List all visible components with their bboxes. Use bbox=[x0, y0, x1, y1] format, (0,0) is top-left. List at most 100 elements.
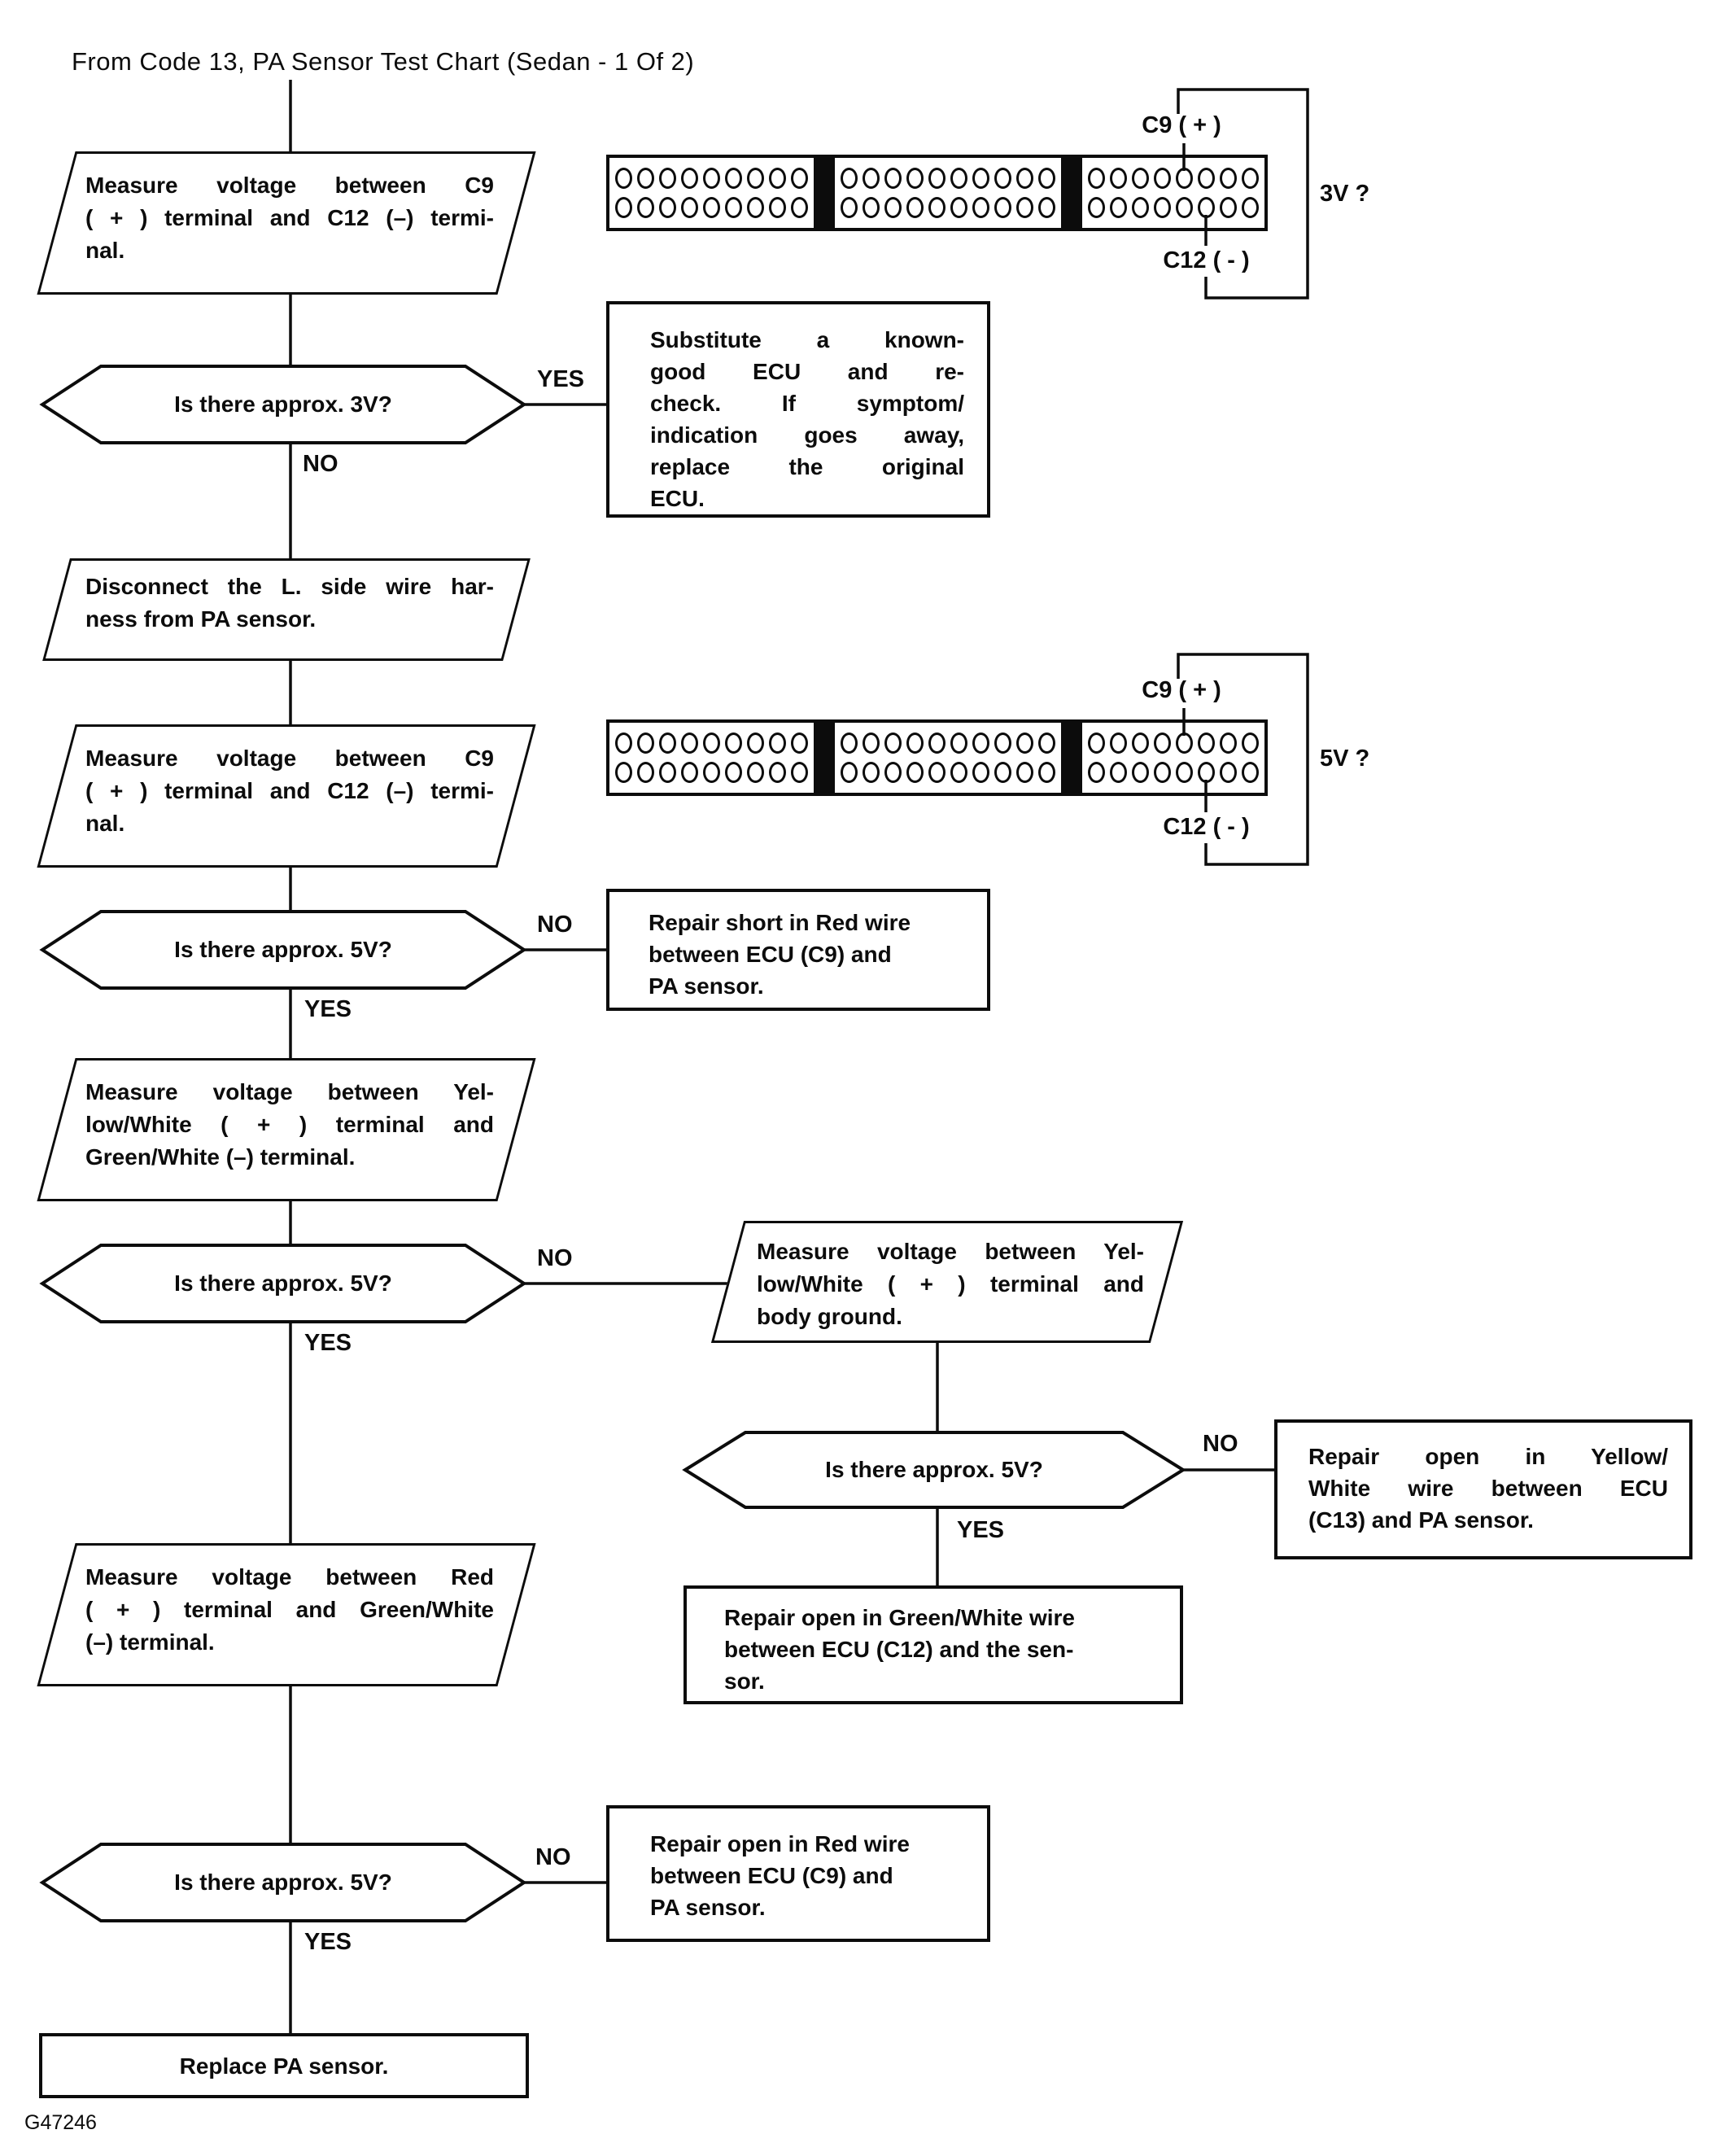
connector-pin bbox=[1038, 762, 1055, 783]
decision-approx-5v-d: Is there approx. 5V? bbox=[39, 1841, 527, 1924]
connector-pin bbox=[615, 733, 632, 754]
connector-pin bbox=[1088, 197, 1105, 218]
connector-pin bbox=[928, 733, 946, 754]
pin-label-c12-2: C12 ( - ) bbox=[1163, 814, 1250, 840]
connector-pin bbox=[972, 197, 989, 218]
connector-pin bbox=[863, 733, 880, 754]
connector-pin bbox=[703, 197, 720, 218]
connector-pin bbox=[659, 733, 676, 754]
decision-text: Is there approx. 5V? bbox=[174, 937, 392, 962]
connector-pin bbox=[681, 197, 698, 218]
connector-segment bbox=[1082, 723, 1264, 793]
connector-pin bbox=[615, 762, 632, 783]
connector-pin bbox=[1220, 197, 1237, 218]
connector-pin bbox=[994, 733, 1011, 754]
step-text: Measure voltage between Yel-low/White ( … bbox=[85, 1079, 494, 1170]
connector-pin bbox=[725, 733, 742, 754]
step-text: Disconnect the L. side wire har-ness fro… bbox=[85, 574, 494, 632]
figure-id: G47246 bbox=[24, 2111, 97, 2134]
connector-pin bbox=[1242, 733, 1259, 754]
step-measure-red-gw: Measure voltage between Red( + ) termina… bbox=[37, 1543, 536, 1686]
connector-pin bbox=[1132, 168, 1149, 189]
decision-text: Is there approx. 5V? bbox=[174, 1870, 392, 1895]
connector-pin bbox=[1176, 168, 1193, 189]
connector-pin bbox=[747, 197, 764, 218]
connector-pin bbox=[681, 168, 698, 189]
connector-pin bbox=[1110, 197, 1127, 218]
connector-pin bbox=[950, 733, 967, 754]
branch-label-no-5: NO bbox=[535, 1844, 571, 1870]
connector-pin bbox=[1016, 197, 1033, 218]
branch-label-yes-3: YES bbox=[304, 1330, 352, 1356]
branch-label-yes-2: YES bbox=[304, 996, 352, 1022]
branch-label-no-1: NO bbox=[303, 451, 338, 477]
decision-text: Is there approx. 5V? bbox=[174, 1270, 392, 1296]
connector-pin bbox=[1038, 733, 1055, 754]
connector-segment bbox=[609, 158, 814, 228]
connector-pin bbox=[863, 762, 880, 783]
connector-pin bbox=[1110, 168, 1127, 189]
connector-pin bbox=[1016, 733, 1033, 754]
connector-pin bbox=[747, 168, 764, 189]
connector-pin bbox=[1038, 197, 1055, 218]
connector-pin bbox=[1242, 762, 1259, 783]
connector-pin bbox=[884, 197, 902, 218]
connector-pin bbox=[950, 762, 967, 783]
connector-pin bbox=[703, 733, 720, 754]
connector-pin bbox=[637, 168, 654, 189]
step-measure-c9-c12-b: Measure voltage between C9( + ) terminal… bbox=[37, 724, 536, 868]
action-text: Substitute a known-good ECU and re-check… bbox=[650, 327, 964, 511]
connector-pin bbox=[841, 168, 858, 189]
decision-approx-5v-b: Is there approx. 5V? bbox=[39, 1242, 527, 1325]
connector-pin bbox=[1176, 733, 1193, 754]
connector-pin bbox=[1242, 168, 1259, 189]
connector-pin bbox=[972, 733, 989, 754]
connector-pin bbox=[747, 733, 764, 754]
pin-label-c12-1: C12 ( - ) bbox=[1163, 247, 1250, 273]
connector-pin bbox=[1198, 168, 1215, 189]
connector-pin bbox=[1132, 762, 1149, 783]
action-repair-open-yellow-white: Repair open in Yellow/White wire between… bbox=[1274, 1419, 1692, 1559]
connector-pin bbox=[1176, 762, 1193, 783]
connector-pin bbox=[928, 168, 946, 189]
ecu-connector-diagram-1 bbox=[606, 155, 1268, 231]
connector-pin bbox=[1132, 197, 1149, 218]
connector-pin bbox=[725, 168, 742, 189]
pin-label-c9-1: C9 ( + ) bbox=[1142, 112, 1221, 138]
connector-pin bbox=[1038, 168, 1055, 189]
connector-pin bbox=[841, 762, 858, 783]
connector-pin bbox=[681, 733, 698, 754]
step-measure-c9-c12-a: Measure voltage between C9( + ) terminal… bbox=[37, 151, 536, 295]
voltage-question-5v: 5V ? bbox=[1320, 746, 1370, 772]
connector-pin bbox=[884, 762, 902, 783]
connector-pin bbox=[703, 168, 720, 189]
connector-pin bbox=[1154, 762, 1171, 783]
connector-pin bbox=[972, 168, 989, 189]
connector-pin bbox=[1220, 168, 1237, 189]
connector-pin bbox=[1154, 197, 1171, 218]
connector-pin bbox=[928, 762, 946, 783]
decision-approx-5v-a: Is there approx. 5V? bbox=[39, 908, 527, 991]
connector-pin bbox=[725, 762, 742, 783]
hexagon-shape bbox=[39, 365, 527, 444]
connector-segment bbox=[609, 723, 814, 793]
branch-label-yes-5: YES bbox=[304, 1929, 352, 1955]
step-disconnect-harness: Disconnect the L. side wire har-ness fro… bbox=[42, 558, 531, 661]
connector-pin bbox=[791, 762, 808, 783]
voltage-question-3v: 3V ? bbox=[1320, 181, 1370, 207]
connector-pin bbox=[769, 762, 786, 783]
action-text: Replace PA sensor. bbox=[179, 2053, 389, 2079]
connector-pin bbox=[1220, 762, 1237, 783]
hexagon-shape bbox=[39, 910, 527, 990]
connector-pin bbox=[659, 762, 676, 783]
decision-text: Is there approx. 3V? bbox=[174, 391, 392, 417]
pin-label-c9-2: C9 ( + ) bbox=[1142, 677, 1221, 703]
page-title: From Code 13, PA Sensor Test Chart (Seda… bbox=[72, 47, 695, 76]
connector-pin bbox=[769, 197, 786, 218]
connector-pin bbox=[1110, 762, 1127, 783]
connector-pin bbox=[928, 197, 946, 218]
decision-approx-3v: Is there approx. 3V? bbox=[39, 363, 527, 446]
